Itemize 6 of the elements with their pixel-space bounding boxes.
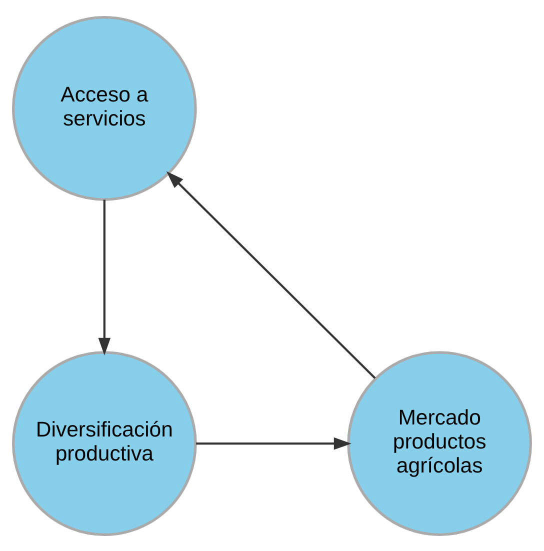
arrow [196,436,352,450]
node-circle: Acceso a servicios [12,16,197,200]
node-circle: Diversificación productiva [12,350,197,536]
node-circle: Mercado productos agrícolas [347,350,532,536]
arrow [166,170,376,378]
arrow [98,199,111,355]
